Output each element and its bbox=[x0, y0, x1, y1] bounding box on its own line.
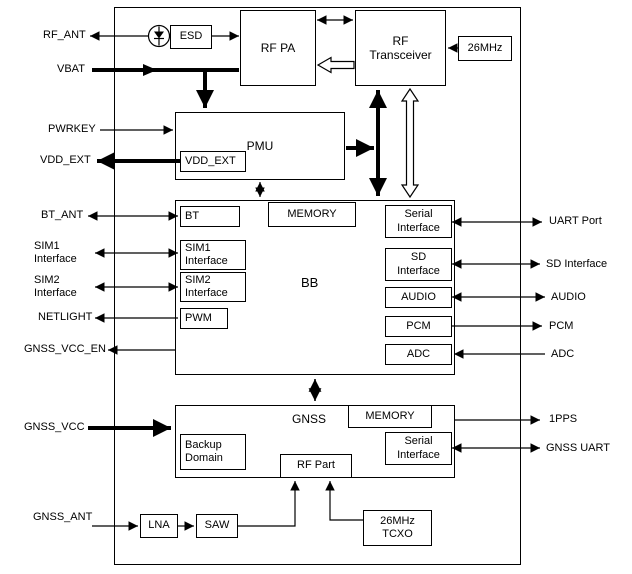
port-label-audio: AUDIO bbox=[551, 291, 586, 303]
tcxo-block: 26MHz TCXO bbox=[363, 510, 432, 546]
memory-gnss-block: MEMORY bbox=[348, 405, 432, 428]
module-outline bbox=[114, 7, 521, 565]
port-label-pcm: PCM bbox=[549, 320, 574, 332]
backup-domain-block: Backup Domain bbox=[180, 434, 246, 470]
port-label-vbat: VBAT bbox=[57, 63, 85, 75]
saw-block: SAW bbox=[196, 514, 238, 538]
rf-transceiver-block: RF Transceiver bbox=[355, 10, 446, 86]
port-label-gnss-vcc-en: GNSS_VCC_EN bbox=[24, 343, 106, 355]
bb-label: BB bbox=[301, 275, 319, 290]
vdd-ext-subblock: VDD_EXT bbox=[180, 151, 246, 172]
memory-bb-block: MEMORY bbox=[268, 202, 356, 227]
port-label-gnss-ant: GNSS_ANT bbox=[33, 511, 93, 523]
esd-block: ESD bbox=[170, 25, 212, 49]
port-label-pwrkey: PWRKEY bbox=[48, 123, 96, 135]
port-label-gnss-uart: GNSS UART bbox=[546, 442, 610, 454]
bt-block: BT bbox=[180, 206, 240, 227]
sim2-interface-block: SIM2 Interface bbox=[180, 272, 246, 302]
esd-diode-icon bbox=[147, 24, 171, 48]
port-label-sim2: SIM2 Interface bbox=[34, 274, 77, 299]
rf-pa-block: RF PA bbox=[240, 10, 316, 86]
port-label-1pps: 1PPS bbox=[549, 413, 578, 425]
pmu-block: PMU bbox=[175, 112, 345, 180]
gnss-label: GNSS bbox=[292, 412, 327, 426]
port-label-gnss-vcc: GNSS_VCC bbox=[24, 421, 85, 433]
sd-interface-block: SD Interface bbox=[385, 248, 452, 281]
port-label-netlight: NETLIGHT bbox=[38, 311, 93, 323]
adc-block: ADC bbox=[385, 344, 452, 365]
lna-block: LNA bbox=[140, 514, 178, 538]
serial-interface-bb-block: Serial Interface bbox=[385, 205, 452, 238]
port-label-rf-ant: RF_ANT bbox=[43, 29, 86, 41]
pwm-block: PWM bbox=[180, 308, 228, 329]
port-label-adc: ADC bbox=[551, 348, 575, 360]
port-label-uart: UART Port bbox=[549, 215, 602, 227]
port-label-sd: SD Interface bbox=[546, 258, 608, 270]
port-label-sim1: SIM1 Interface bbox=[34, 240, 77, 265]
pcm-block: PCM bbox=[385, 316, 452, 337]
serial-interface-gnss-block: Serial Interface bbox=[385, 432, 452, 465]
audio-block: AUDIO bbox=[385, 287, 452, 308]
bb-block: BB bbox=[175, 200, 455, 375]
port-label-bt-ant: BT_ANT bbox=[41, 209, 84, 221]
rf-part-block: RF Part bbox=[280, 454, 352, 478]
sim1-interface-block: SIM1 Interface bbox=[180, 240, 246, 270]
port-label-vdd-ext: VDD_EXT bbox=[40, 154, 91, 166]
clock-26mhz-block: 26MHz bbox=[458, 36, 512, 61]
